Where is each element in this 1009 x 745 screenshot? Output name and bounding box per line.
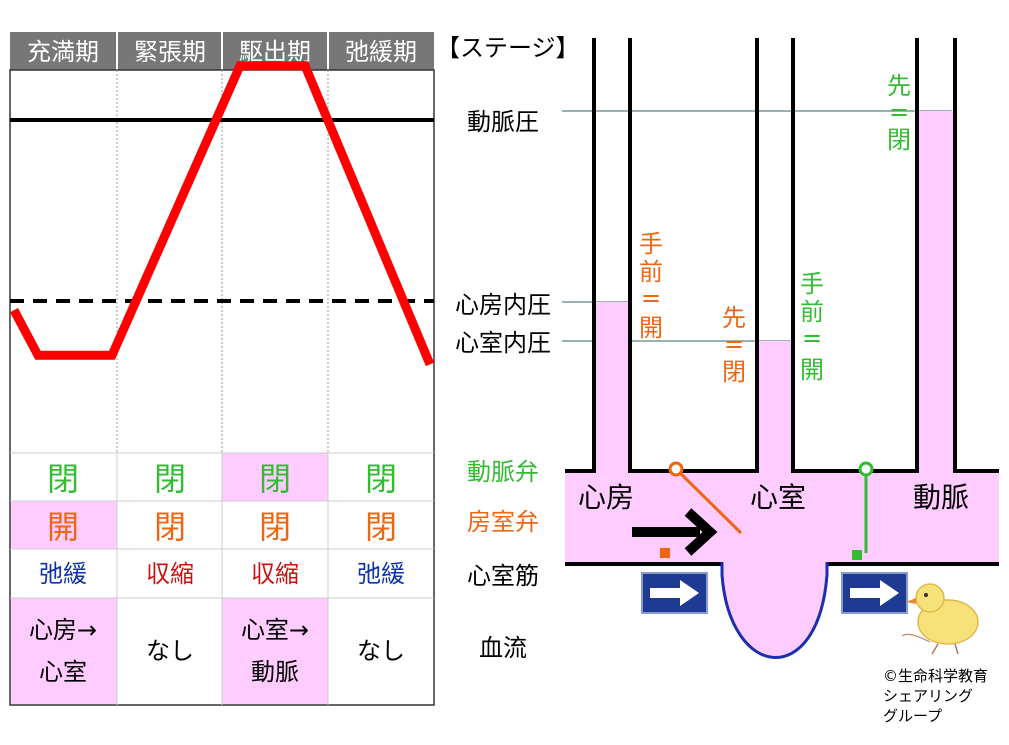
muscle-state: 弛緩 <box>357 560 405 588</box>
blood-flow-line1: なし <box>146 637 194 665</box>
chamber-outline-top <box>953 38 999 473</box>
muscle-state: 収縮 <box>146 560 194 588</box>
aortic-back-annotation: 先 <box>887 72 911 100</box>
arrow-right-icon <box>850 580 899 606</box>
aortic-front-annotation: 手 <box>800 270 824 298</box>
highlight-cell <box>11 501 117 549</box>
copyright-line: シェアリング <box>883 687 973 705</box>
aortic-valve-state: 閉 <box>47 460 79 498</box>
phase-header: 弛緩期 <box>345 38 417 66</box>
artery-label: 動脈 <box>913 481 969 514</box>
highlight-cell <box>222 598 328 704</box>
av-valve-label: 房室弁 <box>467 508 539 536</box>
av-valve-seat <box>660 548 670 558</box>
chick-mascot-icon <box>901 583 979 655</box>
ventricular-column-fill <box>759 341 792 473</box>
av-valve-leaflet <box>674 467 743 535</box>
ventricle-bulge-fill <box>722 562 827 658</box>
av-back-annotation: = <box>724 330 744 358</box>
blood-flow-line1: 心室→ <box>241 616 309 644</box>
aortic-front-annotation: 前 <box>800 298 824 326</box>
aortic-front-annotation: 開 <box>800 356 824 384</box>
chamber-outline-top <box>628 38 759 473</box>
av-front-annotation: = <box>641 284 661 312</box>
av-front-annotation: 手 <box>639 230 663 258</box>
ventricular-pressure-label: 心室内圧 <box>455 329 551 357</box>
aortic-back-annotation: 閉 <box>887 126 911 154</box>
blood-flow-line2: 動脈 <box>251 658 299 686</box>
highlight-cell <box>222 453 328 501</box>
aortic-valve-label: 動脈弁 <box>467 458 539 486</box>
atrial-column-fill <box>596 302 629 473</box>
arrow-right-icon <box>650 580 699 606</box>
av-front-annotation: 前 <box>639 258 663 286</box>
aortic-pressure-label: 動脈圧 <box>467 108 539 136</box>
chamber-outline-top <box>565 38 596 473</box>
av-valve-hinge <box>668 461 684 477</box>
aortic-valve-state: 閉 <box>259 460 291 498</box>
aortic-back-annotation: = <box>889 98 909 126</box>
ventricular-pressure-curve <box>10 61 435 367</box>
phase-header: 緊張期 <box>134 38 206 66</box>
blood-flow-line1: 心房→ <box>29 616 97 644</box>
copyright-line: グループ <box>883 707 942 725</box>
ventricle-label: 心室 <box>750 481 806 514</box>
aortic-front-annotation: = <box>802 324 822 352</box>
chamber-outline-top <box>791 38 919 473</box>
av-back-annotation: 先 <box>722 304 746 332</box>
aortic-valve-hinge <box>858 461 874 477</box>
av-valve-state: 開 <box>47 508 79 546</box>
blood-flow-line1: なし <box>357 637 405 665</box>
flow-arrow-head <box>684 508 718 556</box>
ventricle-bulge-outline <box>720 562 829 659</box>
muscle-label: 心室筋 <box>467 562 539 590</box>
av-valve-state: 閉 <box>365 508 397 546</box>
atrial-pressure-label: 心房内圧 <box>455 291 551 319</box>
copyright-line: ©生命科学教育 <box>883 667 988 685</box>
aortic-valve-state: 閉 <box>365 460 397 498</box>
aortic-valve-state: 閉 <box>154 460 186 498</box>
av-front-annotation: 開 <box>639 314 663 342</box>
muscle-state: 弛緩 <box>39 560 87 588</box>
atrium-label: 心房 <box>578 481 634 514</box>
phase-header: 充満期 <box>27 38 99 66</box>
blood-flow-line2: 心室 <box>39 658 87 686</box>
aortic-valve-seat <box>852 550 862 560</box>
av-back-annotation: 閉 <box>722 358 746 386</box>
av-valve-state: 閉 <box>259 508 291 546</box>
blood-flow-label: 血流 <box>479 634 527 662</box>
av-valve-state: 閉 <box>154 508 186 546</box>
stage-label: 【ステージ】 <box>436 34 580 62</box>
highlight-cell <box>11 598 117 704</box>
arterial-column-fill <box>919 111 953 473</box>
chamber-fill <box>565 473 999 563</box>
muscle-state: 収縮 <box>251 560 299 588</box>
